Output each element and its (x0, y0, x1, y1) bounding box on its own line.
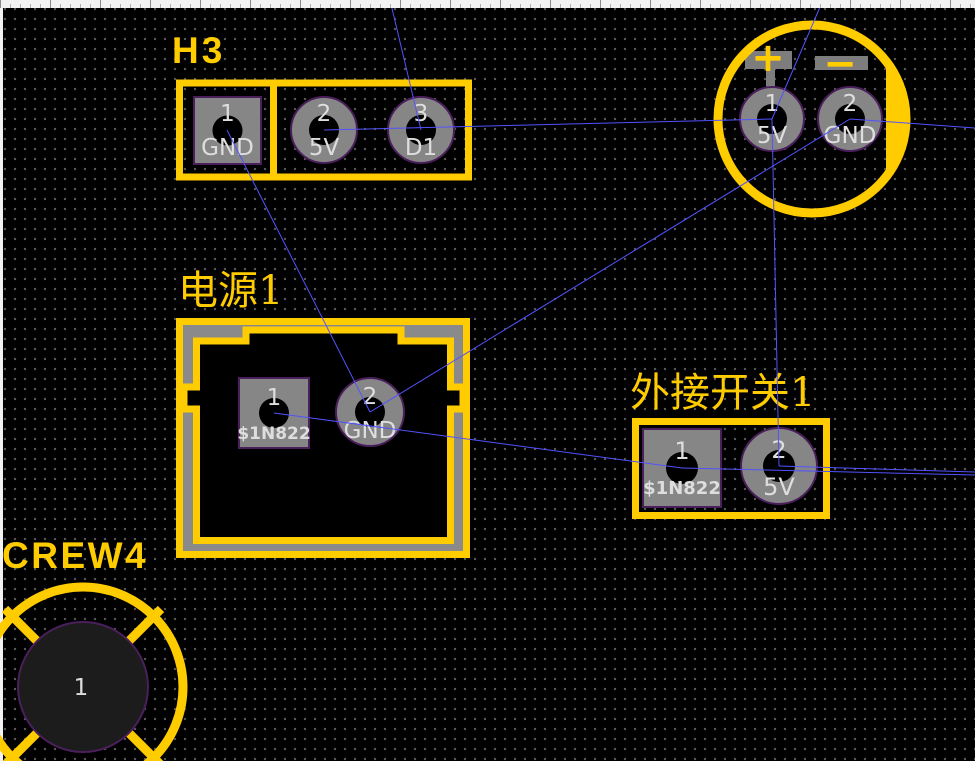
pad-number: 1 (765, 91, 780, 117)
ratline (771, 0, 824, 120)
component-power1[interactable]: 电源1 1 $1N822 2 GND (176, 268, 470, 558)
polarity-minus-mark: − (823, 41, 857, 87)
ratline (771, 118, 780, 467)
ratline (323, 118, 773, 131)
minus-mark-backing (815, 56, 868, 70)
pad-net-label: GND (344, 418, 397, 444)
switch1-outline (632, 418, 830, 519)
component-screw4[interactable]: CREW4 1 (0, 535, 188, 761)
capacitor-negative-band (886, 61, 907, 177)
ratline (273, 412, 683, 469)
pad-number: 2 (363, 384, 378, 410)
designator-screw4[interactable]: CREW4 (2, 535, 148, 576)
designator-power1[interactable]: 电源1 (178, 268, 283, 314)
pad-net-label: 5V (309, 135, 340, 161)
square-pad[interactable] (238, 377, 310, 449)
plus-mark-stem (766, 69, 775, 89)
polarity-plus-mark: + (751, 35, 785, 81)
pad-net-label: GND (824, 123, 877, 149)
ratline (369, 118, 851, 413)
component-h3[interactable]: H3 1 GND 2 5V 3 D1 (172, 30, 472, 181)
pad-net-label: $1N822 (237, 424, 310, 444)
pad-number: 1 (267, 385, 282, 411)
screw4-cross-mark (2, 727, 43, 761)
pad-net-label: GND (201, 135, 254, 161)
pad-number: 2 (317, 101, 332, 127)
designator-switch1[interactable]: 外接开关1 (630, 370, 815, 416)
pad-net-label: $1N822 (643, 478, 721, 499)
mounting-hole-pad[interactable] (17, 621, 149, 753)
ratline (849, 118, 975, 129)
pad-number: 1 (674, 437, 689, 465)
pad-net-label: D1 (405, 135, 437, 161)
component-switch1[interactable]: 外接开关1 1 $1N822 2 5V (630, 370, 830, 519)
pad-net-label: 5V (763, 473, 795, 501)
screw4-cross-mark (123, 605, 165, 647)
ratline (226, 129, 371, 413)
pad-number: 1 (74, 675, 89, 701)
h3-outline (176, 79, 472, 181)
ratlines (226, 0, 975, 476)
ratline (778, 465, 975, 473)
pad-number: 3 (414, 101, 429, 127)
screw4-outline (0, 582, 188, 761)
pad-number: 2 (843, 91, 858, 117)
ratline (389, 0, 422, 131)
horizontal-ruler (0, 0, 975, 8)
pad-number: 1 (220, 101, 235, 127)
power1-inner-outline (180, 326, 467, 544)
plus-mark-backing (745, 51, 792, 69)
power1-pad-1[interactable]: 1 $1N822 (237, 377, 311, 449)
vertical-ruler (0, 0, 3, 761)
component-capacitor[interactable]: + − 1 5V 2 GND (713, 20, 911, 218)
designator-h3[interactable]: H3 (172, 30, 225, 71)
ratline (681, 467, 975, 476)
screw4-pad-1[interactable]: 1 (17, 621, 149, 753)
screw4-cross-mark (123, 727, 164, 761)
screw4-cross-mark (1, 605, 43, 647)
